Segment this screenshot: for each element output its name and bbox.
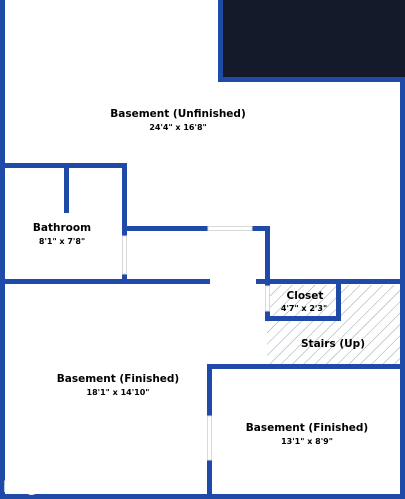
wall-mid-right xyxy=(256,279,405,284)
label-basement-finished-left: Basement (Finished) xyxy=(57,373,179,385)
door-bathroom xyxy=(122,235,127,275)
wall-closet-left xyxy=(265,279,270,286)
door-hall xyxy=(207,226,253,231)
wall-bath-stub xyxy=(64,163,69,213)
watermark-brand: bright xyxy=(3,478,57,496)
wall-bath-right-bottom xyxy=(122,274,127,282)
wall-mid-left xyxy=(0,279,210,284)
wall-room-right-left-bottom xyxy=(207,460,212,499)
wall-bath-right-top xyxy=(122,163,127,236)
wall-left xyxy=(0,0,5,499)
label-stairs: Stairs (Up) xyxy=(301,338,365,350)
door-closet xyxy=(265,285,270,312)
room-labels: Basement (Unfinished) 24'4" x 16'8" Bath… xyxy=(33,108,368,446)
watermark-mls: MLS xyxy=(58,485,80,495)
wall-bath-top xyxy=(0,163,127,168)
wall-void-bottom xyxy=(218,77,405,82)
stairs-hatch xyxy=(267,285,403,365)
door-room-right xyxy=(207,415,212,461)
dims-basement-unfinished: 24'4" x 16'8" xyxy=(149,123,206,132)
wall-closet-right xyxy=(336,279,341,321)
label-closet: Closet xyxy=(287,290,324,302)
wall-hall-top-right xyxy=(252,226,270,231)
wall-bottom xyxy=(0,494,405,499)
exterior-void xyxy=(222,0,405,79)
label-bathroom: Bathroom xyxy=(33,222,91,234)
wall-hall-right xyxy=(265,226,270,290)
wall-closet-bottom xyxy=(265,316,341,321)
label-basement-finished-right: Basement (Finished) xyxy=(246,422,368,434)
dims-basement-finished-right: 13'1" x 8'9" xyxy=(281,437,333,446)
wall-right xyxy=(400,79,405,499)
label-basement-unfinished: Basement (Unfinished) xyxy=(110,108,246,120)
dims-closet: 4'7" x 2'3" xyxy=(281,304,327,313)
dims-basement-finished-left: 18'1" x 14'10" xyxy=(87,388,150,397)
dims-bathroom: 8'1" x 7'8" xyxy=(39,237,85,246)
wall-room-right-top xyxy=(207,364,405,369)
wall-room-right-left-top xyxy=(207,364,212,416)
doors xyxy=(122,226,270,461)
wall-void-left xyxy=(218,0,223,82)
wall-hall-top-left xyxy=(122,226,208,231)
